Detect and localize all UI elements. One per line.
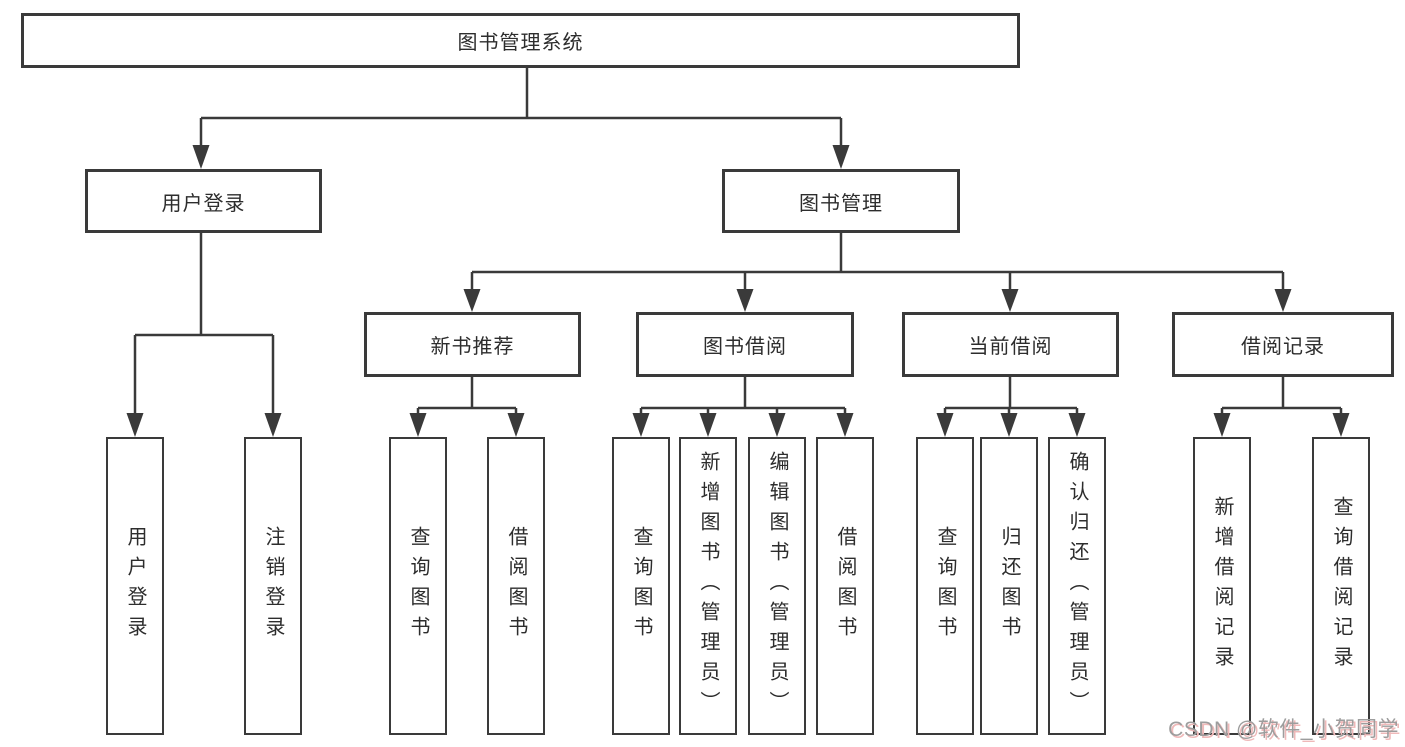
leaf-cb-confirm-return-admin: 确认归还（管理员） xyxy=(1048,437,1106,735)
leaf-bb-add-books-admin: 新增图书（管理员） xyxy=(679,437,737,735)
leaf-logout: 注销登录 xyxy=(244,437,302,735)
leaf-bb-query-books: 查询图书 xyxy=(612,437,670,735)
leaf-nb-query-books: 查询图书 xyxy=(389,437,447,735)
connector-current-borrow-children xyxy=(936,377,1086,437)
leaf-cb-return-books: 归还图书 xyxy=(980,437,1038,735)
connector-book-borrow-children xyxy=(632,377,854,437)
leaf-bb-borrow-books: 借阅图书 xyxy=(816,437,874,735)
connector-root-to-level2 xyxy=(192,68,850,169)
leaf-bb-edit-books-admin: 编辑图书（管理员） xyxy=(748,437,806,735)
leaf-br-query-record: 查询借阅记录 xyxy=(1312,437,1370,735)
node-borrow-records: 借阅记录 xyxy=(1172,312,1394,377)
node-current-borrow: 当前借阅 xyxy=(902,312,1119,377)
connector-borrow-records-children xyxy=(1213,377,1350,437)
connector-user-login-children xyxy=(126,233,282,437)
connector-new-book-recommend-children xyxy=(409,377,525,437)
connector-book-management-children xyxy=(463,233,1292,312)
watermark: CSDN @软件_小贺同学 xyxy=(1168,718,1399,741)
node-book-management: 图书管理 xyxy=(722,169,960,233)
leaf-user-login: 用户登录 xyxy=(106,437,164,735)
leaf-nb-borrow-books: 借阅图书 xyxy=(487,437,545,735)
leaf-br-add-record: 新增借阅记录 xyxy=(1193,437,1251,735)
node-root: 图书管理系统 xyxy=(21,13,1020,68)
node-new-book-recommend: 新书推荐 xyxy=(364,312,581,377)
node-book-borrow: 图书借阅 xyxy=(636,312,854,377)
leaf-cb-query-books: 查询图书 xyxy=(916,437,974,735)
node-user-login: 用户登录 xyxy=(85,169,322,233)
